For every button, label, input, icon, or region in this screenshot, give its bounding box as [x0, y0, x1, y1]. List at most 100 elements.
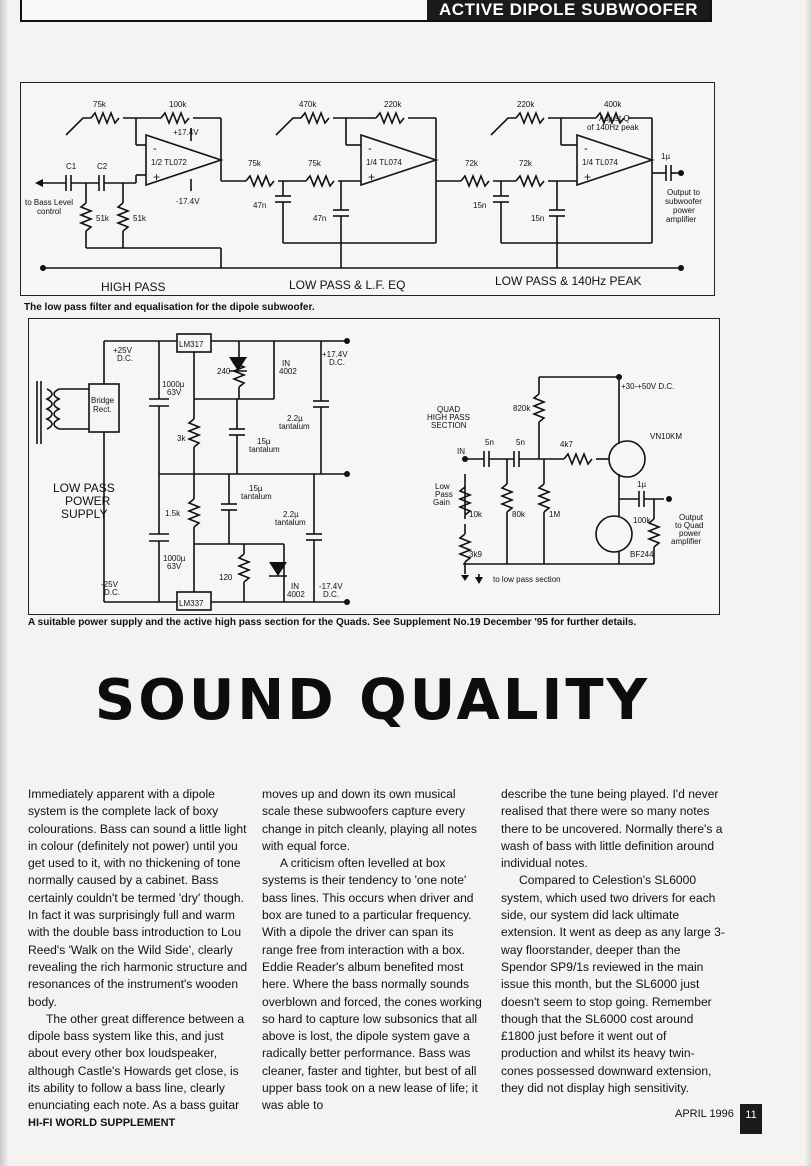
label-r3k: 3k — [177, 434, 186, 443]
page-shadow-right — [805, 0, 811, 1166]
label-lm317: LM317 — [179, 340, 204, 349]
label-outq-3: power — [679, 529, 701, 538]
label-tant-c: tantalum — [241, 492, 272, 501]
label-r51k-a: 51k — [96, 214, 110, 223]
label-n25v: -25V — [101, 580, 119, 589]
page-number: 11 — [740, 1104, 762, 1134]
label-bridge-2: Rect. — [93, 405, 112, 414]
label-quad-1: QUAD — [437, 405, 460, 414]
label-lm337: LM337 — [179, 599, 204, 608]
label-opamp3: 1/4 TL074 — [582, 158, 618, 167]
label-psu-1: LOW PASS — [53, 481, 115, 495]
article-column-3: describe the tune being played. I'd neve… — [501, 786, 725, 1097]
label-n174: -17.4V — [319, 582, 343, 591]
label-psu-2: POWER — [65, 494, 111, 508]
label-outq-4: amplifier — [671, 537, 702, 546]
article-paragraph: The other great difference between a dip… — [28, 1011, 245, 1113]
article-paragraph: Immediately apparent with a dipole syste… — [28, 787, 248, 1009]
label-p3050: +30-+50V D.C. — [621, 382, 674, 391]
label-c63v-b: 63V — [167, 562, 182, 571]
label-r240: 240 — [217, 367, 231, 376]
label-opamp2: 1/4 TL074 — [366, 158, 402, 167]
section-high-pass: HIGH PASS — [101, 280, 165, 294]
label-r51k-b: 51k — [133, 214, 147, 223]
page-shadow-left — [0, 0, 8, 1166]
label-r470k: 470k — [299, 100, 317, 109]
label-c5n-a: 5n — [485, 438, 494, 447]
label-r1m: 1M — [549, 510, 560, 519]
label-dc-c: D.C. — [323, 590, 339, 599]
label-out-2: subwoofer — [665, 197, 702, 206]
label-c47n-b: 47n — [313, 214, 326, 223]
label-vminus-1: -17.4V — [176, 197, 200, 206]
label-4002-a: 4002 — [279, 367, 297, 376]
label-opamp1: 1/2 TL072 — [151, 158, 187, 167]
label-quad-2: HIGH PASS — [427, 413, 470, 422]
label-r100k: 100k — [633, 516, 651, 525]
label-r400k: 400k — [604, 100, 622, 109]
label-tant-b: tantalum — [249, 445, 280, 454]
section-low-pass-lf-eq: LOW PASS & L.F. EQ — [289, 278, 405, 292]
label-low-3: Gain — [433, 498, 450, 507]
label-bridge-1: Bridge — [91, 396, 115, 405]
label-adjust-q: Adjust Q — [599, 114, 630, 123]
article-paragraph: describe the tune being played. I'd neve… — [501, 787, 723, 871]
label-c5n-b: 5n — [516, 438, 525, 447]
label-c1000u-a: 1000µ — [162, 380, 185, 389]
label-tant-d: tantalum — [275, 518, 306, 527]
figure1-caption: The low pass filter and equalisation for… — [24, 302, 315, 313]
label-r220k-a: 220k — [384, 100, 402, 109]
label-c1u-q: 1µ — [637, 480, 646, 489]
article-paragraph: A criticism often levelled at box system… — [262, 856, 482, 1113]
label-c15n-b: 15n — [531, 214, 544, 223]
label-plus-3: + — [584, 170, 591, 184]
footer-date: APRIL 1996 — [675, 1108, 734, 1120]
label-in-b: IN — [291, 582, 299, 591]
label-to-bass-2: control — [37, 207, 61, 216]
label-minus-2: - — [368, 143, 372, 155]
label-c1: C1 — [66, 162, 77, 171]
label-quad-3: SECTION — [431, 421, 467, 430]
label-dc-b: D.C. — [329, 358, 345, 367]
label-c22u-b: 2.2µ — [283, 510, 299, 519]
section-low-pass-140hz: LOW PASS & 140Hz PEAK — [495, 274, 642, 288]
label-r820k: 820k — [513, 404, 531, 413]
power-supply-drawing: +25V D.C. LM317 Bridge Rect. 1000µ 63V 2… — [36, 333, 704, 611]
article-headline: SOUND QUALITY — [94, 668, 651, 733]
label-bf244: BF244 — [630, 550, 654, 559]
label-plus-2: + — [368, 170, 375, 184]
label-in: IN — [457, 447, 465, 456]
label-minus-3: - — [584, 143, 588, 155]
label-adjust-q-2: of 140Hz peak — [587, 123, 640, 132]
label-r10k: 10k — [469, 510, 483, 519]
label-r4k7: 4k7 — [560, 440, 573, 449]
label-r220k-b: 220k — [517, 100, 535, 109]
label-minus-1: - — [153, 143, 157, 155]
header-bar: ACTIVE DIPOLE SUBWOOFER — [20, 0, 712, 22]
label-r15k: 1.5k — [165, 509, 181, 518]
label-vplus-1: +17.4V — [173, 128, 199, 137]
label-out-4: amplifier — [666, 215, 697, 224]
label-c47n-a: 47n — [253, 201, 266, 210]
label-r120: 120 — [219, 573, 233, 582]
page-header-title: ACTIVE DIPOLE SUBWOOFER — [427, 0, 710, 20]
label-r3k9: 3k9 — [469, 550, 482, 559]
label-c15u-a: 15µ — [257, 437, 271, 446]
label-out-1: Output to — [667, 188, 700, 197]
label-outq-2: to Quad — [675, 521, 703, 530]
article-column-1: Immediately apparent with a dipole syste… — [28, 786, 252, 1115]
label-low-2: Pass — [435, 490, 453, 499]
label-outq-1: Output — [679, 513, 704, 522]
label-to-low: to low pass section — [493, 575, 561, 584]
filter-schematic-drawing: 75k 100k +17.4V - + 1/2 TL072 -17.4V C1 … — [25, 100, 702, 294]
label-p25v: +25V — [113, 346, 133, 355]
label-c1000u-b: 1000µ — [163, 554, 186, 563]
article-paragraph: Compared to Celestion's SL6000 system, w… — [501, 873, 725, 1096]
label-c15u-b: 15µ — [249, 484, 263, 493]
label-vn10km: VN10KM — [650, 432, 682, 441]
label-plus-1: + — [153, 170, 160, 184]
label-to-bass-1: to Bass Level — [25, 198, 73, 207]
label-r75k-b: 75k — [308, 159, 322, 168]
article-column-2: moves up and down its own musical scale … — [262, 786, 486, 1115]
footer-publication: HI-FI WORLD SUPPLEMENT — [28, 1117, 176, 1129]
